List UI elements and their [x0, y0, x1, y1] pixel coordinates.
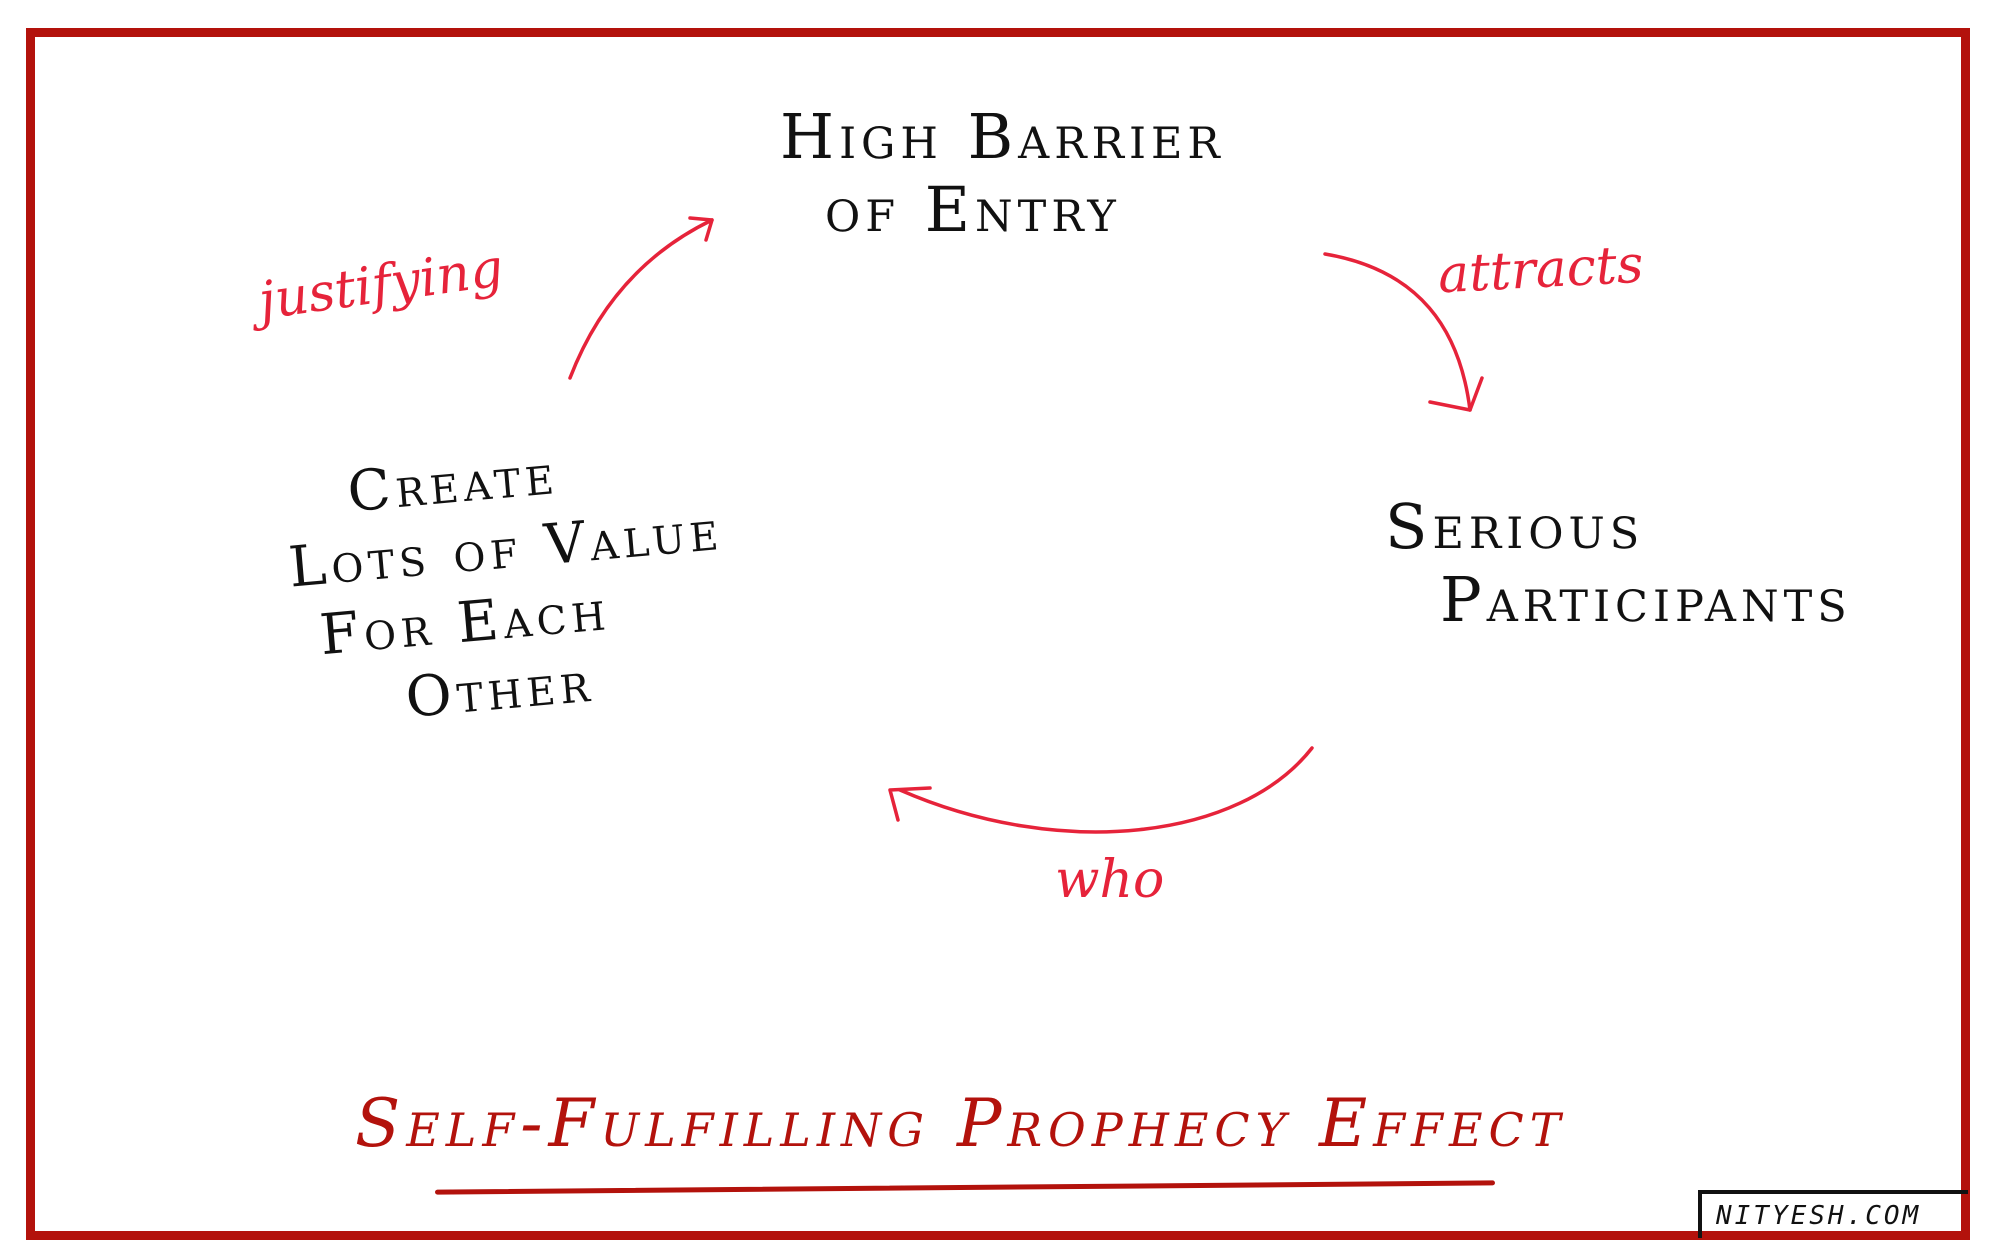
diagram-title: Self-Fulfilling Prophecy Effect — [355, 1085, 1567, 1162]
edge-label-attracts: attracts — [1436, 234, 1645, 306]
node-right-line-2: Participants — [1440, 563, 1852, 637]
edge-label-who: who — [1055, 850, 1165, 910]
arrowhead-top-to-right — [1428, 376, 1484, 412]
arrow-left-to-top — [568, 218, 714, 380]
watermark-nityesh: NITYESH.COM — [1698, 1190, 1968, 1238]
red-frame-border — [26, 28, 1970, 1240]
node-serious-participants: Serious Participants — [1385, 490, 1852, 637]
node-top-line-1: High Barrier — [780, 100, 1225, 173]
node-high-barrier-of-entry: High Barrier of Entry — [780, 100, 1260, 246]
arrowhead-left-to-top — [688, 216, 714, 242]
node-right-line-1: Serious — [1385, 490, 1645, 563]
node-create-lots-of-value: Create Lots of Value For Each Other — [270, 425, 753, 744]
arrowhead-right-to-left — [888, 786, 932, 822]
arrow-top-to-right — [1323, 252, 1472, 412]
node-top-line-2: of Entry — [825, 173, 1121, 247]
arrow-right-to-left — [898, 746, 1314, 834]
